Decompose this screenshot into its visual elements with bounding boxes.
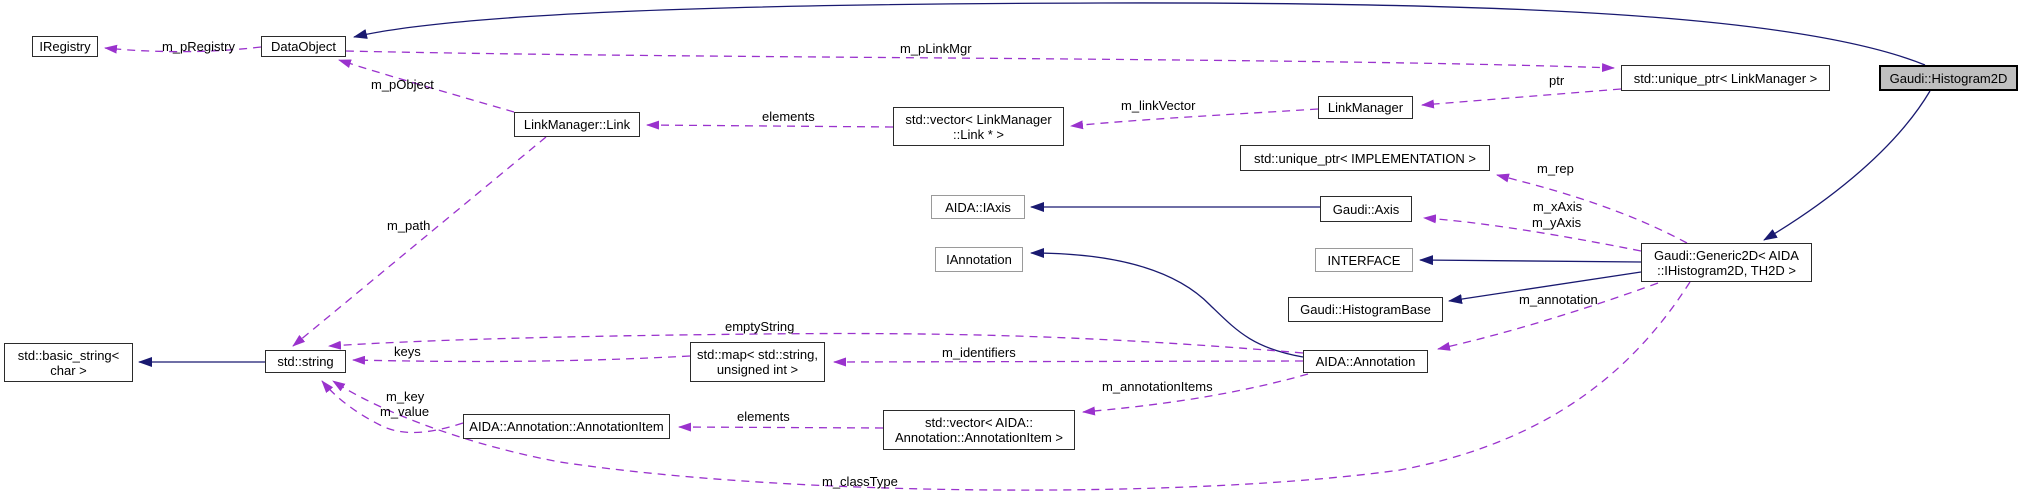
- class-node-linkmanager-link[interactable]: LinkManager::Link: [514, 112, 640, 137]
- edge-annotation-to-iannotation: [1030, 248, 1304, 358]
- class-node-label-line1: std::map< std::string,: [696, 347, 819, 362]
- class-node-label: LinkManager: [1327, 100, 1404, 115]
- class-node-linkmanager[interactable]: LinkManager: [1318, 96, 1413, 119]
- class-node-gaudi-generic2d[interactable]: Gaudi::Generic2D< AIDA ::IHistogram2D, T…: [1641, 243, 1812, 282]
- class-node-label-line2: Annotation::AnnotationItem >: [894, 430, 1064, 445]
- edge-elements-bottom: [678, 422, 884, 432]
- edge-generic2d-to-interface: [1419, 255, 1642, 266]
- edge-m-linkvector: [1070, 108, 1319, 130]
- edge-label-emptystring: emptyString: [725, 319, 795, 334]
- edge-m-xaxis-m-yaxis: [1423, 214, 1642, 252]
- edge-m-annotationitems: [1082, 373, 1309, 416]
- edge-label-m-identifiers: m_identifiers: [942, 345, 1016, 360]
- edge-m-classtype: [332, 281, 1691, 491]
- edge-m-pregistry: [104, 44, 262, 54]
- class-node-label-line2: ::Link * >: [953, 126, 1004, 142]
- class-node-aida-annotation[interactable]: AIDA::Annotation: [1303, 350, 1428, 373]
- edge-label-elements-bottom: elements: [737, 409, 790, 424]
- edge-label-m-linkvector: m_linkVector: [1121, 98, 1196, 113]
- class-node-label: std::unique_ptr< IMPLEMENTATION >: [1253, 150, 1477, 166]
- edge-m-path: [292, 136, 547, 347]
- edge-label-ptr: ptr: [1549, 73, 1565, 88]
- edge-label-m-path: m_path: [387, 218, 431, 233]
- class-node-aida-iaxis[interactable]: AIDA::IAxis: [931, 195, 1025, 219]
- class-node-label: AIDA::IAxis: [945, 199, 1011, 215]
- class-node-dataobject[interactable]: DataObject: [261, 36, 346, 57]
- edge-label-m-plinkmgr: m_pLinkMgr: [900, 41, 972, 56]
- class-node-std-string[interactable]: std::string: [265, 350, 346, 373]
- edge-m-annotation: [1437, 282, 1659, 351]
- class-node-gaudi-histogrambase[interactable]: Gaudi::HistogramBase: [1288, 297, 1443, 322]
- edge-m-rep: [1496, 173, 1688, 244]
- class-node-std-basic-string[interactable]: std::basic_string< char >: [4, 343, 133, 382]
- edge-label-m-yaxis: m_yAxis: [1532, 215, 1582, 230]
- edge-label-m-pregistry: m_pRegistry: [162, 39, 235, 54]
- class-node-gaudi-axis[interactable]: Gaudi::Axis: [1320, 196, 1412, 222]
- class-node-label: std::unique_ptr< LinkManager >: [1633, 70, 1818, 86]
- edge-label-m-classtype: m_classType: [822, 474, 898, 489]
- edge-label-m-annotationitems: m_annotationItems: [1102, 379, 1213, 394]
- class-node-std-map[interactable]: std::map< std::string, unsigned int >: [690, 342, 825, 382]
- class-node-label: Gaudi::Axis: [1332, 201, 1400, 217]
- class-node-gaudi-histogram2d-current: Gaudi::Histogram2D: [1879, 65, 2018, 91]
- class-node-label-line1: std::basic_string<: [17, 347, 120, 363]
- class-node-label: LinkManager::Link: [523, 117, 631, 132]
- edge-m-pobject: [338, 59, 515, 113]
- class-node-label: IAnnotation: [946, 252, 1012, 267]
- edge-m-identifiers: [833, 357, 1304, 367]
- class-node-unique-ptr-linkmanager[interactable]: std::unique_ptr< LinkManager >: [1621, 65, 1830, 91]
- edge-ptr: [1421, 88, 1622, 109]
- class-node-vector-annotation-item[interactable]: std::vector< AIDA:: Annotation::Annotati…: [883, 410, 1075, 450]
- edge-histogram2d-to-dataobject: [353, 2, 1926, 66]
- edge-label-keys: keys: [394, 344, 421, 359]
- edge-emptystring: [328, 332, 1304, 354]
- class-node-interface[interactable]: INTERFACE: [1315, 248, 1413, 272]
- edge-label-m-rep: m_rep: [1537, 161, 1574, 176]
- edge-label-m-key: m_key: [386, 389, 425, 404]
- edge-label-m-xaxis: m_xAxis: [1533, 199, 1583, 214]
- class-node-label: AIDA::Annotation: [1315, 354, 1416, 369]
- class-node-label-line1: std::vector< LinkManager: [905, 111, 1052, 127]
- class-node-label: Gaudi::Histogram2D: [1889, 70, 2008, 86]
- edge-label-m-value: m_value: [380, 404, 430, 419]
- edge-generic2d-to-histogrambase: [1448, 271, 1642, 305]
- class-node-vector-linkmanager-link[interactable]: std::vector< LinkManager ::Link * >: [893, 107, 1064, 146]
- class-node-label: IRegistry: [39, 39, 91, 54]
- edge-keys: [352, 355, 691, 365]
- class-node-annotation-item[interactable]: AIDA::Annotation::AnnotationItem: [463, 414, 670, 439]
- edge-m-plinkmgr: [345, 50, 1615, 73]
- class-node-label-line1: std::vector< AIDA::: [924, 415, 1034, 430]
- class-node-label: Gaudi::HistogramBase: [1300, 302, 1431, 317]
- edge-histogram2d-to-generic2d: [1763, 90, 1931, 241]
- class-node-unique-ptr-implementation[interactable]: std::unique_ptr< IMPLEMENTATION >: [1240, 145, 1490, 171]
- edge-label-m-pobject: m_pObject: [371, 77, 434, 92]
- edge-m-key-m-value: [321, 380, 464, 434]
- edge-label-elements-top: elements: [762, 109, 815, 124]
- class-node-label: std::string: [277, 354, 334, 369]
- class-node-label: AIDA::Annotation::AnnotationItem: [469, 419, 664, 434]
- class-node-label-line1: Gaudi::Generic2D< AIDA: [1654, 247, 1799, 263]
- edge-elements-top: [646, 120, 894, 130]
- class-node-label: DataObject: [270, 39, 337, 54]
- class-node-label: INTERFACE: [1327, 252, 1401, 268]
- class-node-iannotation[interactable]: IAnnotation: [935, 247, 1023, 272]
- class-node-label-line2: char >: [50, 362, 87, 378]
- class-node-label-line2: ::IHistogram2D, TH2D >: [1657, 262, 1796, 278]
- class-node-iregistry[interactable]: IRegistry: [32, 36, 98, 57]
- class-node-label-line2: unsigned int >: [716, 362, 799, 377]
- edge-label-m-annotation: m_annotation: [1519, 292, 1598, 307]
